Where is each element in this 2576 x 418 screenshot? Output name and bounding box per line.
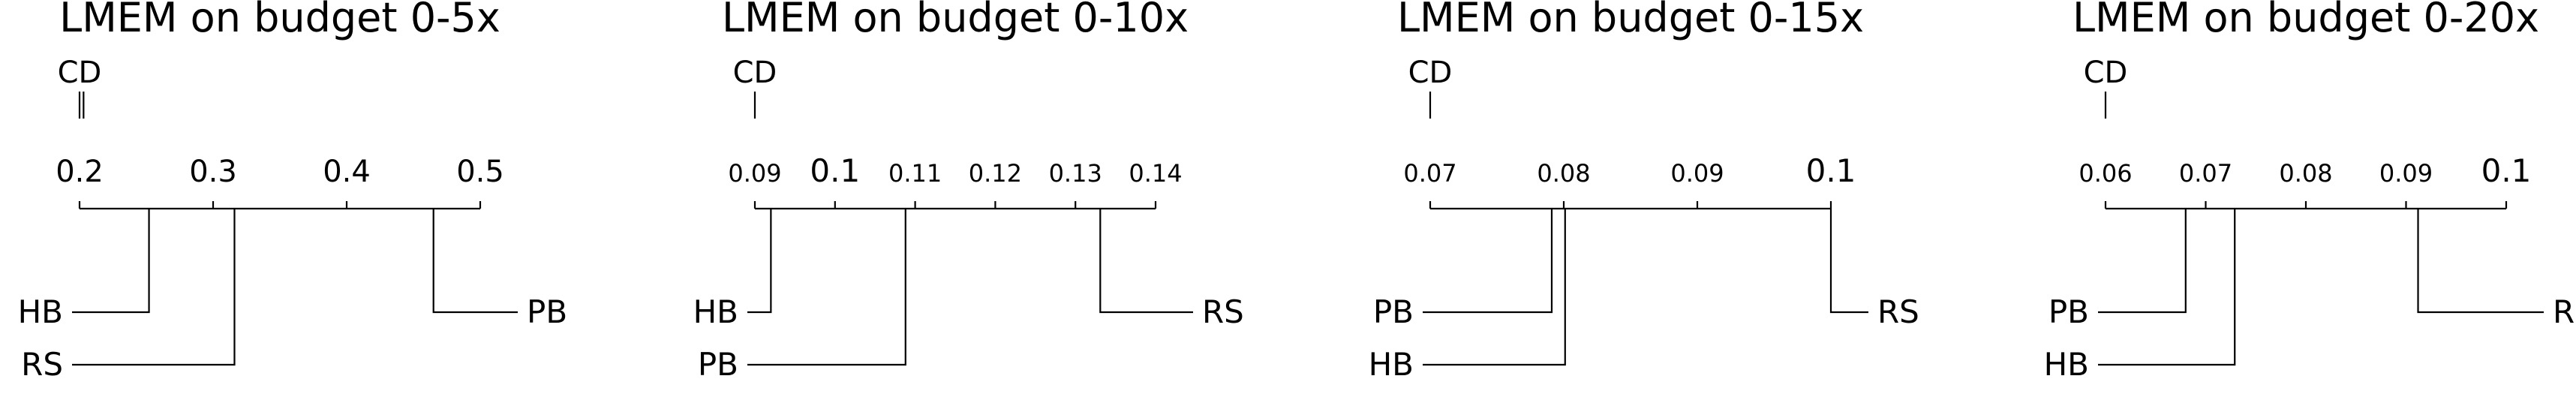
tick-label: 0.14: [1129, 159, 1182, 188]
tick-label: 0.07: [1403, 159, 1456, 188]
cd-label: CD: [1408, 56, 1453, 90]
panel-title: LMEM on budget 0-20x: [2073, 0, 2539, 41]
tick-label: 0.2: [56, 155, 104, 189]
tick-label: 0.12: [969, 159, 1022, 188]
method-connector: [2098, 209, 2187, 314]
cd-label: CD: [733, 56, 777, 90]
method-connector: [72, 209, 236, 366]
tick-label: 0.11: [888, 159, 942, 188]
method-label: HB: [1369, 346, 1414, 383]
method-label: RS: [1202, 293, 1244, 330]
tick-label: 0.3: [189, 155, 237, 189]
tick-label: 0.4: [323, 155, 371, 189]
cd-label: CD: [2084, 56, 2128, 90]
tick-label: 0.07: [2179, 159, 2232, 188]
cd-label: CD: [58, 56, 102, 90]
panel-title: LMEM on budget 0-15x: [1397, 0, 1864, 41]
method-label: HB: [693, 293, 738, 330]
tick-label: 0.06: [2079, 159, 2132, 188]
method-connector: [747, 209, 772, 314]
tick-label: 0.09: [728, 159, 781, 188]
tick-label: 0.13: [1049, 159, 1102, 188]
tick-label: 0.08: [1537, 159, 1590, 188]
tick-label: 0.09: [1670, 159, 1724, 188]
tick-label: 0.09: [2379, 159, 2433, 188]
method-connector: [72, 209, 150, 314]
tick-label: 0.5: [456, 155, 504, 189]
method-label: PB: [2048, 293, 2089, 330]
tick-label: 0.1: [1806, 152, 1856, 189]
tick-label: 0.1: [2481, 152, 2532, 189]
tick-label: 0.1: [810, 152, 860, 189]
method-connector: [1829, 209, 1868, 314]
method-label: PB: [698, 346, 738, 383]
panel-title: LMEM on budget 0-5x: [59, 0, 500, 41]
method-connector: [747, 209, 906, 366]
panel-title: LMEM on budget 0-10x: [722, 0, 1189, 41]
method-connector: [432, 209, 518, 314]
method-label: RS: [21, 346, 63, 383]
method-connector: [2417, 209, 2544, 314]
method-label: RS: [1877, 293, 1919, 330]
method-label: PB: [1373, 293, 1414, 330]
method-label: PB: [527, 293, 567, 330]
method-label: HB: [2044, 346, 2089, 383]
tick-label: 0.08: [2279, 159, 2332, 188]
method-connector: [1423, 209, 1553, 314]
method-label: HB: [18, 293, 63, 330]
method-connector: [1423, 209, 1566, 366]
method-connector: [2098, 209, 2236, 366]
method-connector: [1099, 209, 1193, 314]
method-label: RS: [2553, 293, 2576, 330]
